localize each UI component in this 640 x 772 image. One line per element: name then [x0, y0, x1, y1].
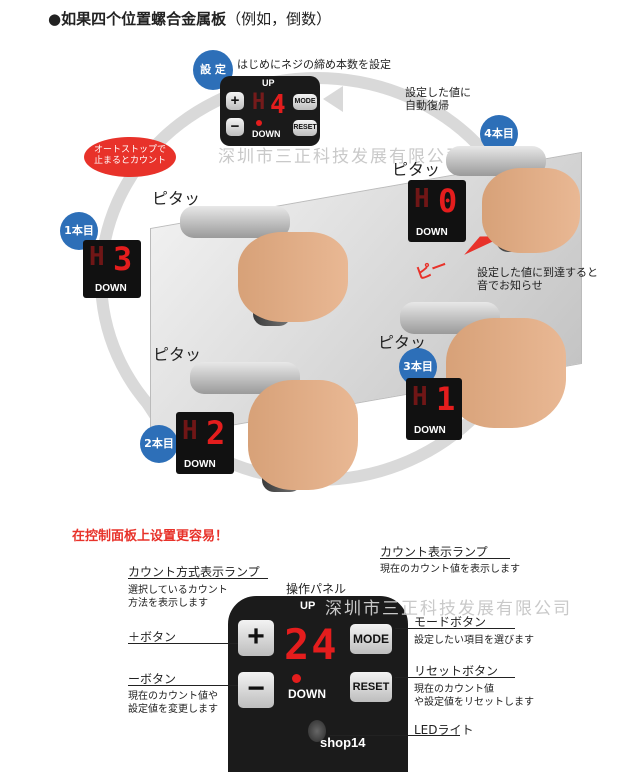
step4-display: H 0 DOWN	[408, 180, 466, 242]
mode-button-desc: 設定したい項目を選びます	[414, 635, 534, 646]
setting-panel: UP + − H 4 DOWN MODE RESET	[220, 76, 320, 146]
step1-badge: 1本目	[60, 212, 98, 250]
step3-h: H	[412, 382, 428, 412]
minus-button-line	[128, 685, 238, 686]
led-light-title: LEDライト	[414, 723, 474, 737]
panel-reset-label: RESET	[352, 681, 390, 693]
reset-button-title: リセットボタン	[414, 664, 499, 678]
count-mode-lamp-line	[128, 578, 268, 579]
step2-down: DOWN	[184, 459, 216, 470]
step1-digit: 3	[113, 240, 133, 278]
minus-button-desc: 現在のカウント値や 設定値を変更します	[128, 691, 218, 715]
panel-up-label: UP	[300, 600, 316, 612]
step2-display: H 2 DOWN	[176, 412, 234, 474]
led-light-icon	[308, 720, 326, 742]
step4-down: DOWN	[416, 227, 448, 238]
step1-display: H 3 DOWN	[83, 240, 141, 298]
title-main: ●如果四个位置螺合金属板	[48, 10, 227, 28]
setting-digit: 4	[270, 90, 286, 120]
reset-button-line	[395, 677, 515, 678]
setting-reset-button[interactable]: RESET	[293, 120, 317, 136]
step2-badge: 2本目	[140, 425, 178, 463]
step3-down: DOWN	[414, 425, 446, 436]
title-paren: （例如，倒数）	[226, 10, 332, 28]
plus-button-title: ＋ボタン	[128, 630, 177, 644]
step3-digit: 1	[436, 380, 456, 418]
step4-h: H	[414, 184, 430, 214]
step4-digit: 0	[438, 182, 458, 220]
step1-h: H	[89, 242, 105, 272]
panel-lamp	[292, 674, 301, 683]
setting-mode-button[interactable]: MODE	[293, 94, 317, 110]
section2-title: 在控制面板上设置更容易！	[72, 529, 229, 544]
step4-badge-label: 4本目	[484, 127, 514, 140]
panel-mode-label: MODE	[353, 632, 389, 646]
watermark-2: 深圳市三正科技发展有限公司	[325, 599, 572, 619]
hand-2	[248, 380, 358, 490]
hand-4	[482, 168, 580, 253]
step3-display: H 1 DOWN	[406, 378, 462, 440]
count-display-lamp-desc: 現在のカウント値を表示します	[380, 564, 520, 575]
sound-3: ピタッ	[378, 333, 427, 352]
led-light-line	[330, 735, 460, 736]
autostop-bubble: オートストップで 止まるとカウント	[84, 137, 176, 177]
plus-button-line	[128, 643, 238, 644]
setting-reset-label: RESET	[293, 124, 317, 131]
panel-digits: 24	[284, 620, 339, 669]
step2-h: H	[182, 416, 198, 446]
panel-minus-button[interactable]: −	[238, 672, 274, 708]
control-panel-title: 操作パネル	[286, 582, 347, 596]
panel-minus-label: −	[247, 672, 265, 705]
step4-sound: ピタッ	[392, 160, 441, 179]
count-mode-lamp-title: カウント方式表示ランプ	[128, 565, 260, 579]
setting-note: はじめにネジの締め本数を設定	[237, 58, 391, 71]
setting-badge-label: 設 定	[200, 63, 226, 76]
step1-badge-label: 1本目	[64, 224, 94, 237]
panel-plus-label: +	[247, 620, 265, 653]
setting-minus-button[interactable]: −	[226, 118, 244, 136]
setting-down-label: DOWN	[252, 129, 281, 139]
step3-badge-label: 3本目	[403, 360, 433, 373]
hand-3	[446, 318, 566, 428]
panel-shop-text: shop14	[320, 735, 366, 750]
step1-down: DOWN	[95, 283, 127, 294]
arrow-head-icon	[323, 86, 343, 112]
count-mode-lamp-desc: 選択しているカウント 方法を表示します	[128, 585, 228, 609]
step2-badge-label: 2本目	[144, 437, 174, 450]
panel-mode-button[interactable]: MODE	[350, 624, 392, 654]
watermark: 深圳市三正科技发展有限公司	[218, 147, 465, 167]
mode-button-title: モードボタン	[414, 615, 487, 629]
panel-down-label: DOWN	[288, 687, 326, 701]
step2-digit: 2	[206, 414, 226, 452]
count-display-lamp-line	[380, 558, 510, 559]
auto-return-note: 設定した値に 自動復帰	[405, 86, 471, 112]
setting-minus-label: −	[230, 118, 240, 135]
setting-mode-label: MODE	[294, 98, 316, 105]
panel-plus-button[interactable]: +	[238, 620, 274, 656]
setting-plus-button[interactable]: +	[226, 92, 244, 110]
hand-1	[238, 232, 348, 322]
setting-lamp	[256, 120, 262, 126]
setting-plus-label: +	[230, 92, 240, 109]
panel-reset-button[interactable]: RESET	[350, 672, 392, 702]
sound-2: ピタッ	[153, 345, 202, 364]
count-display-lamp-title: カウント表示ランプ	[380, 545, 488, 559]
minus-button-title: ーボタン	[128, 672, 177, 686]
sound-1: ピタッ	[152, 189, 201, 208]
setting-digit-h: H	[252, 90, 266, 115]
autostop-bubble-text: オートストップで 止まるとカウント	[93, 145, 166, 166]
setting-up-label: UP	[262, 78, 275, 88]
control-panel: UP + − 24 DOWN MODE RESET shop14	[228, 596, 408, 772]
mode-button-line	[395, 628, 515, 629]
reach-note: 設定した値に到達すると 音でお知らせ	[477, 266, 598, 292]
page-title: ●如果四个位置螺合金属板（例如，倒数）	[48, 8, 331, 29]
reset-button-desc: 現在のカウント値 や設定値をリセットします	[414, 684, 534, 708]
